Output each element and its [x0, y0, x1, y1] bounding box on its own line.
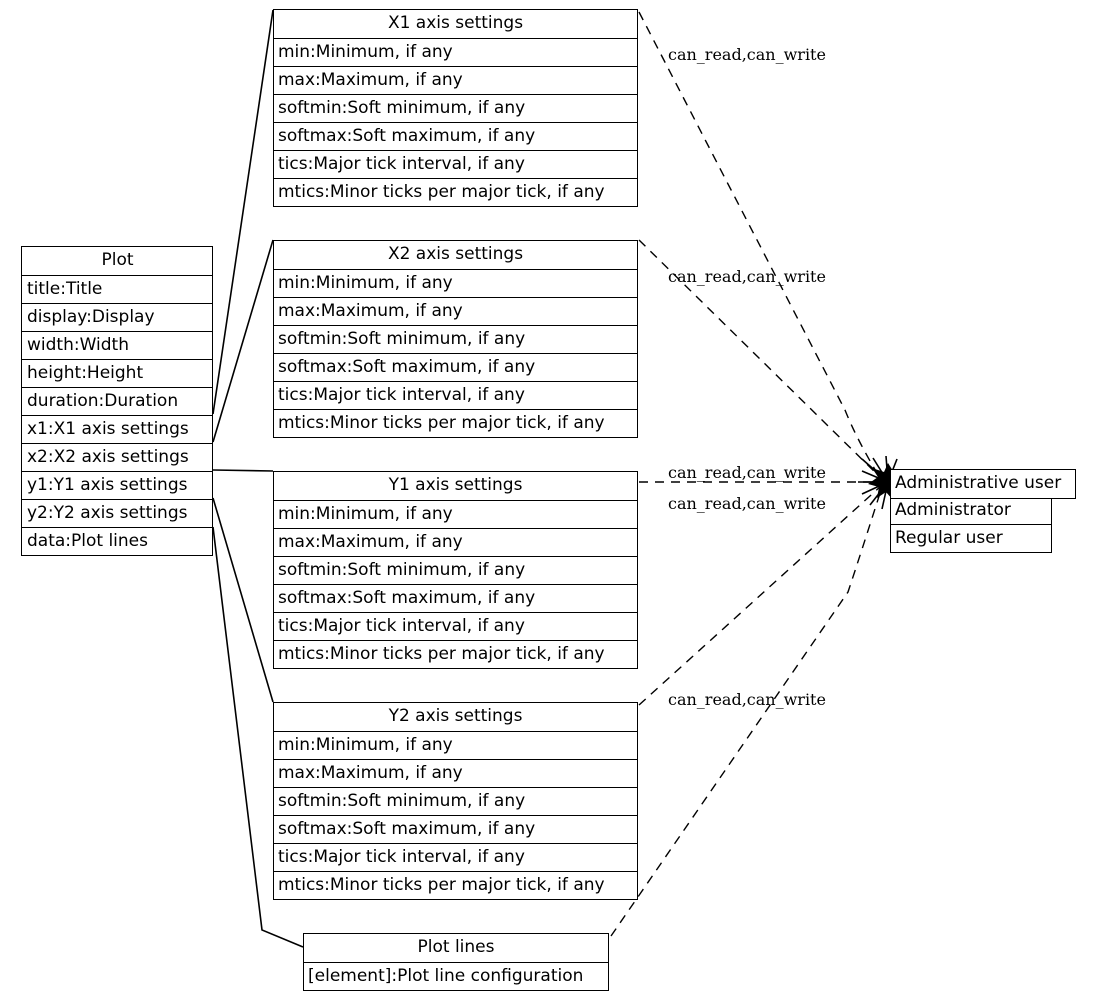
node-y2-field-mtics: mtics:Minor ticks per major tick, if any — [274, 871, 637, 899]
node-administrative-user[interactable]: Administrative user — [890, 469, 1076, 499]
edge-x1-admin — [638, 11, 881, 479]
node-plot[interactable]: Plot title:Title display:Display width:W… — [21, 246, 213, 556]
edge-plot-x1 — [212, 9, 274, 415]
node-plot-field-data: data:Plot lines — [22, 527, 212, 555]
node-y2-field-softmax: softmax:Soft maximum, if any — [274, 815, 637, 843]
node-plot-field-y2: y2:Y2 axis settings — [22, 499, 212, 527]
node-y1-axis-settings[interactable]: Y1 axis settings min:Minimum, if any max… — [273, 471, 638, 669]
node-x1-field-min: min:Minimum, if any — [274, 38, 637, 66]
node-plot-field-y1: y1:Y1 axis settings — [22, 471, 212, 499]
node-y1-field-softmin: softmin:Soft minimum, if any — [274, 556, 637, 584]
node-x1-field-mtics: mtics:Minor ticks per major tick, if any — [274, 178, 637, 206]
node-y2-axis-settings[interactable]: Y2 axis settings min:Minimum, if any max… — [273, 702, 638, 900]
edge-plot-y2 — [212, 497, 274, 703]
node-plot-field-display: display:Display — [22, 303, 212, 331]
node-plot-field-title: title:Title — [22, 275, 212, 303]
node-x2-field-softmin: softmin:Soft minimum, if any — [274, 325, 637, 353]
node-y2-field-tics: tics:Major tick interval, if any — [274, 843, 637, 871]
node-administrative-user-title: Administrative user — [895, 473, 1062, 493]
node-administrative-user-value-regular-user: Regular user — [891, 524, 1051, 552]
node-y2-field-max: max:Maximum, if any — [274, 759, 637, 787]
node-x1-field-max: max:Maximum, if any — [274, 66, 637, 94]
node-administrative-user-value-administrator: Administrator — [891, 496, 1051, 524]
edge-plot-y1 — [212, 469, 274, 472]
node-x1-field-tics: tics:Major tick interval, if any — [274, 150, 637, 178]
node-plot-field-width: width:Width — [22, 331, 212, 359]
edge-plot-x2 — [212, 239, 274, 443]
node-plot-title: Plot — [101, 250, 134, 270]
edge-label-y1-permissions: can_read,can_write — [668, 463, 826, 482]
node-x2-field-mtics: mtics:Minor ticks per major tick, if any — [274, 409, 637, 437]
node-plot-field-height: height:Height — [22, 359, 212, 387]
node-x1-field-softmin: softmin:Soft minimum, if any — [274, 94, 637, 122]
node-plot-lines-field-element: [element]:Plot line configuration — [304, 962, 608, 990]
node-x1-title: X1 axis settings — [387, 13, 524, 33]
node-x2-field-max: max:Maximum, if any — [274, 297, 637, 325]
edge-plotlines-admin — [610, 489, 882, 937]
node-x1-field-softmax: softmax:Soft maximum, if any — [274, 122, 637, 150]
node-y2-field-softmin: softmin:Soft minimum, if any — [274, 787, 637, 815]
node-x2-field-tics: tics:Major tick interval, if any — [274, 381, 637, 409]
node-y1-field-max: max:Maximum, if any — [274, 528, 637, 556]
edge-label-x1-permissions: can_read,can_write — [668, 45, 826, 64]
node-plot-field-x1: x1:X1 axis settings — [22, 415, 212, 443]
node-x2-axis-settings[interactable]: X2 axis settings min:Minimum, if any max… — [273, 240, 638, 438]
node-x1-axis-settings[interactable]: X1 axis settings min:Minimum, if any max… — [273, 9, 638, 207]
node-plot-field-x2: x2:X2 axis settings — [22, 443, 212, 471]
node-y1-field-mtics: mtics:Minor ticks per major tick, if any — [274, 640, 637, 668]
node-administrative-user-values[interactable]: Administrator Regular user — [890, 496, 1052, 553]
node-x2-title: X2 axis settings — [387, 244, 524, 264]
edge-label-y1-alt-permissions: can_read,can_write — [668, 494, 826, 513]
node-y1-field-softmax: softmax:Soft maximum, if any — [274, 584, 637, 612]
node-y1-field-min: min:Minimum, if any — [274, 500, 637, 528]
edge-label-y2-permissions: can_read,can_write — [668, 690, 826, 709]
node-y2-field-min: min:Minimum, if any — [274, 731, 637, 759]
node-plot-lines-title: Plot lines — [417, 937, 495, 957]
node-plot-field-duration: duration:Duration — [22, 387, 212, 415]
node-y1-field-tics: tics:Major tick interval, if any — [274, 612, 637, 640]
node-plot-lines[interactable]: Plot lines [element]:Plot line configura… — [303, 933, 609, 991]
edge-y2-admin — [638, 485, 882, 706]
node-y2-title: Y2 axis settings — [388, 706, 523, 726]
node-x2-field-min: min:Minimum, if any — [274, 269, 637, 297]
node-y1-title: Y1 axis settings — [388, 475, 523, 495]
edge-label-x2-permissions: can_read,can_write — [668, 267, 826, 286]
node-x2-field-softmax: softmax:Soft maximum, if any — [274, 353, 637, 381]
